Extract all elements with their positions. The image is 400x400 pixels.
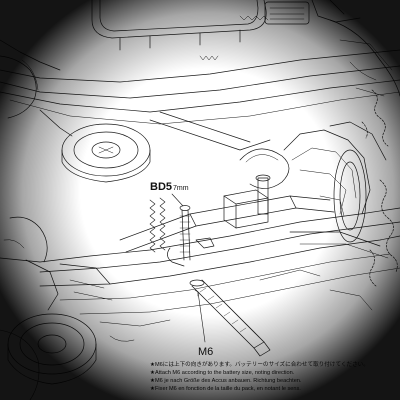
instruction-notes: ★M6には上下の向きがあります。バッテリーのサイズに合わせて取り付けてください。… <box>150 361 396 393</box>
note-japanese: ★M6には上下の向きがあります。バッテリーのサイズに合わせて取り付けてください。 <box>150 362 369 368</box>
lower-chassis-view <box>0 121 400 400</box>
upper-chassis-view <box>0 0 400 183</box>
m6-callout: M6 <box>198 346 213 358</box>
bd5-callout: BD57mm <box>150 181 189 193</box>
m6-label: M6 <box>198 346 214 358</box>
note-german: ★M6 je nach Größe des Accus anbauen. Ric… <box>150 378 302 384</box>
bd5-unit: 7mm <box>173 185 189 192</box>
note-french: ★Fixer M6 en fonction de la taille du pa… <box>150 386 301 392</box>
bd5-label: BD5 <box>150 181 173 193</box>
note-english: ★Attach M6 according to the battery size… <box>150 370 295 376</box>
